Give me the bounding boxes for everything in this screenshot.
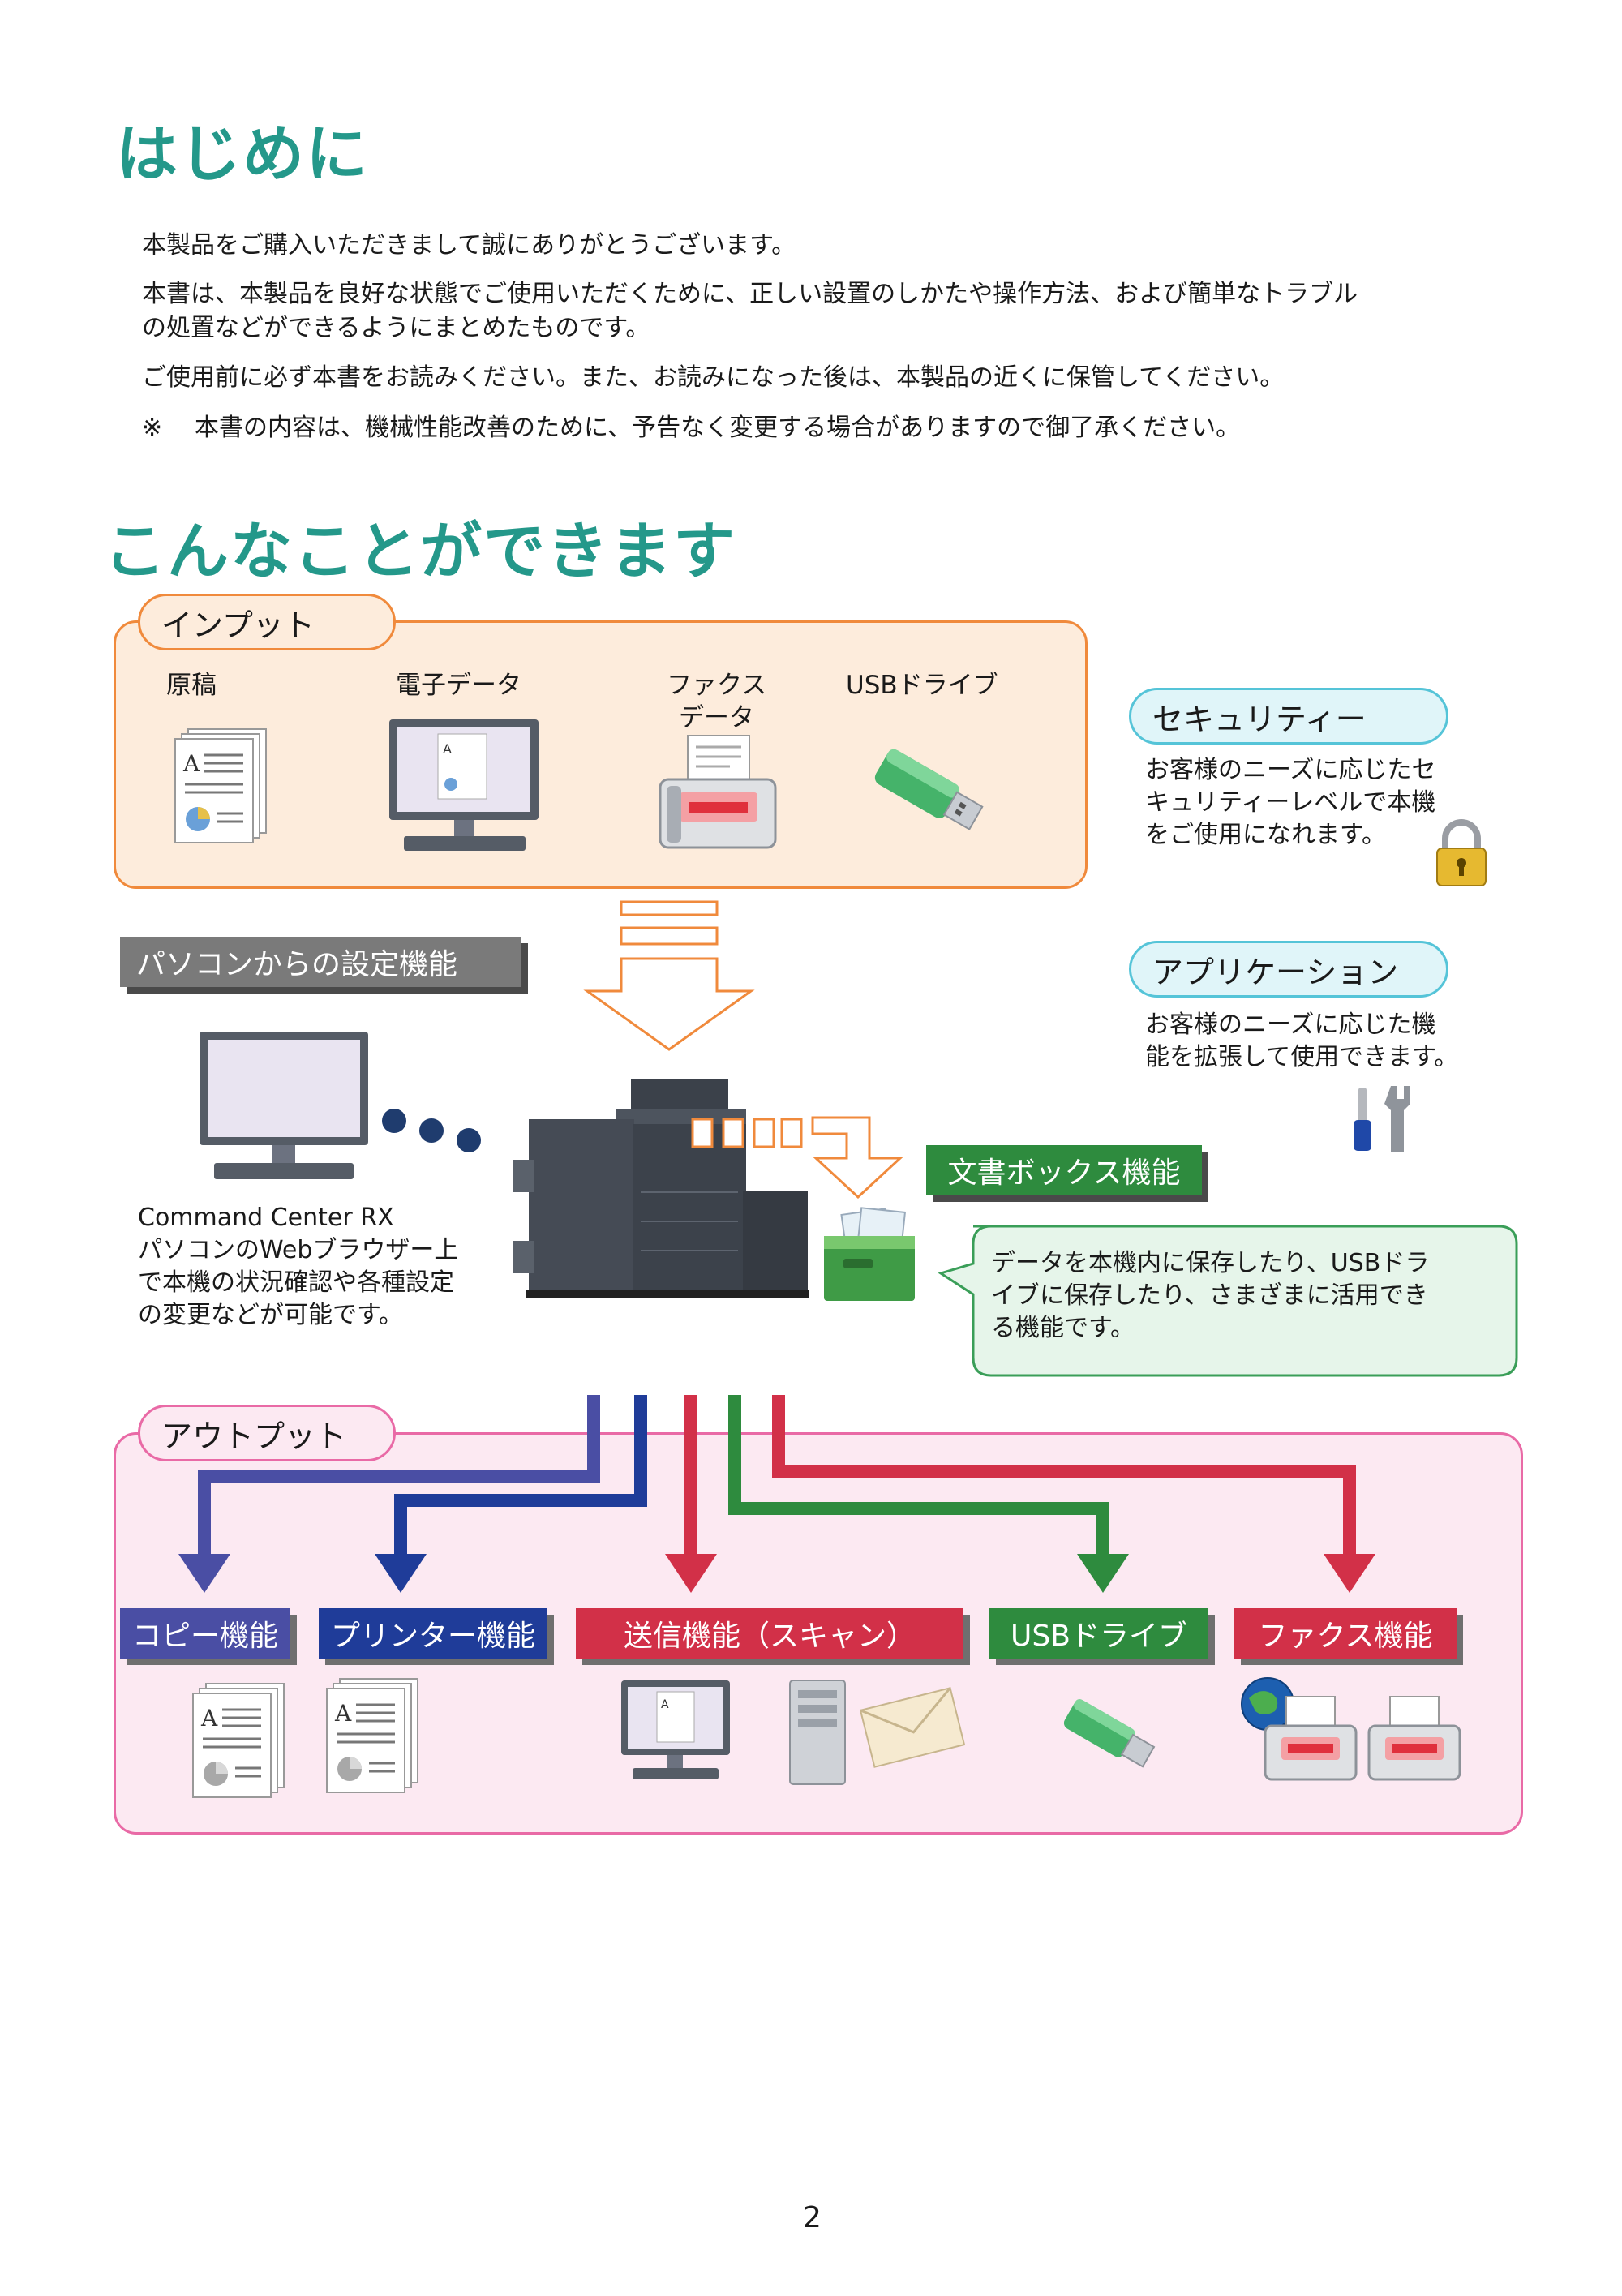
page-number: 2 <box>803 2201 822 2234</box>
output-flow-arrows <box>178 1395 1375 1593</box>
intro-note: 本書の内容は、機械性能改善のために、予告なく変更する場合がありますので御了承くだ… <box>195 414 1241 442</box>
output-label: アウトプット <box>138 1405 396 1461</box>
folder-box-icon <box>824 1207 915 1301</box>
envelope-icon <box>859 1687 966 1768</box>
fax-icon <box>659 735 777 849</box>
document-box-desc: データを本機内に保存したり、USBドラ イブに保存したり、さまざまに活用でき る… <box>991 1249 1430 1342</box>
lock-icon <box>1436 819 1487 886</box>
scan-monitor-icon: A <box>621 1680 730 1779</box>
copy-document-icon: A <box>192 1683 285 1798</box>
svg-text:A: A <box>443 741 452 757</box>
document-box-label: 文書ボックス機能 <box>926 1145 1202 1195</box>
svg-text:A: A <box>200 1705 218 1732</box>
fax-function-label: ファクス機能 <box>1234 1608 1457 1659</box>
application-label: アプリケーション <box>1129 941 1448 998</box>
security-desc: お客様のニーズに応じたセ キュリティーレベルで本機 をご使用になれます。 <box>1145 756 1436 849</box>
data-flow-blocks <box>691 1118 803 1148</box>
document-stack-icon: A <box>174 728 267 843</box>
application-desc: お客様のニーズに応じた機 能を拡張して使用できます。 <box>1145 1011 1459 1071</box>
pc-settings-desc: パソコンのWebブラウザー上 で本機の状況確認や各種設定 の変更などが可能です。 <box>138 1236 459 1329</box>
mfp-printer-icon <box>513 1079 809 1298</box>
pc-settings-label: パソコンからの設定機能 <box>120 937 521 987</box>
printer-document-icon: A <box>326 1678 418 1793</box>
pc-monitor-icon <box>200 1032 368 1179</box>
tools-icon <box>1354 1086 1410 1152</box>
features-title: こんなことができます <box>104 515 736 587</box>
security-label: セキュリティー <box>1129 688 1448 745</box>
svg-text:A: A <box>661 1698 669 1711</box>
input-label: インプット <box>138 594 396 650</box>
intro-paragraph-1: 本製品をご購入いただきまして誠にありがとうございます。 <box>142 231 796 260</box>
input-item-electronic-data: 電子データ <box>396 671 521 700</box>
input-panel <box>114 620 1088 889</box>
send-function-label: 送信機能（スキャン） <box>576 1608 963 1659</box>
to-document-box-arrow <box>811 1116 903 1199</box>
intro-paragraph-2b: の処置などができるようにまとめたものです。 <box>142 314 650 342</box>
globe-icon <box>1241 1677 1294 1731</box>
fax-icon-network <box>1264 1696 1358 1781</box>
svg-text:A: A <box>334 1700 352 1727</box>
copy-function-label: コピー機能 <box>120 1608 290 1659</box>
fax-icon-output <box>1367 1696 1461 1781</box>
note-mark: ※ <box>142 414 163 442</box>
input-item-fax-data: ファクス データ <box>667 671 767 732</box>
server-icon <box>789 1680 846 1785</box>
usb-drive-function-label: USBドライブ <box>989 1608 1208 1659</box>
intro-paragraph-3: ご使用前に必ず本書をお読みください。また、お読みになった後は、本製品の近くに保管… <box>142 363 1285 392</box>
connection-dots <box>382 1109 481 1152</box>
usb-drive-icon <box>874 749 984 830</box>
input-item-manuscript: 原稿 <box>166 671 217 700</box>
svg-text:A: A <box>182 750 200 777</box>
intro-paragraph-2a: 本書は、本製品を良好な状態でご使用いただくために、正しい設置のしかたや操作方法、… <box>142 280 1358 308</box>
input-to-device-arrow <box>583 900 755 1051</box>
output-usb-drive-icon <box>1063 1699 1156 1768</box>
intro-title: はじめに <box>116 118 369 190</box>
printer-function-label: プリンター機能 <box>319 1608 547 1659</box>
input-item-usb-drive: USBドライブ <box>846 671 998 700</box>
document-box-callout <box>938 1225 1518 1377</box>
command-center-title: Command Center RX <box>138 1204 394 1232</box>
monitor-icon: A <box>389 719 539 851</box>
